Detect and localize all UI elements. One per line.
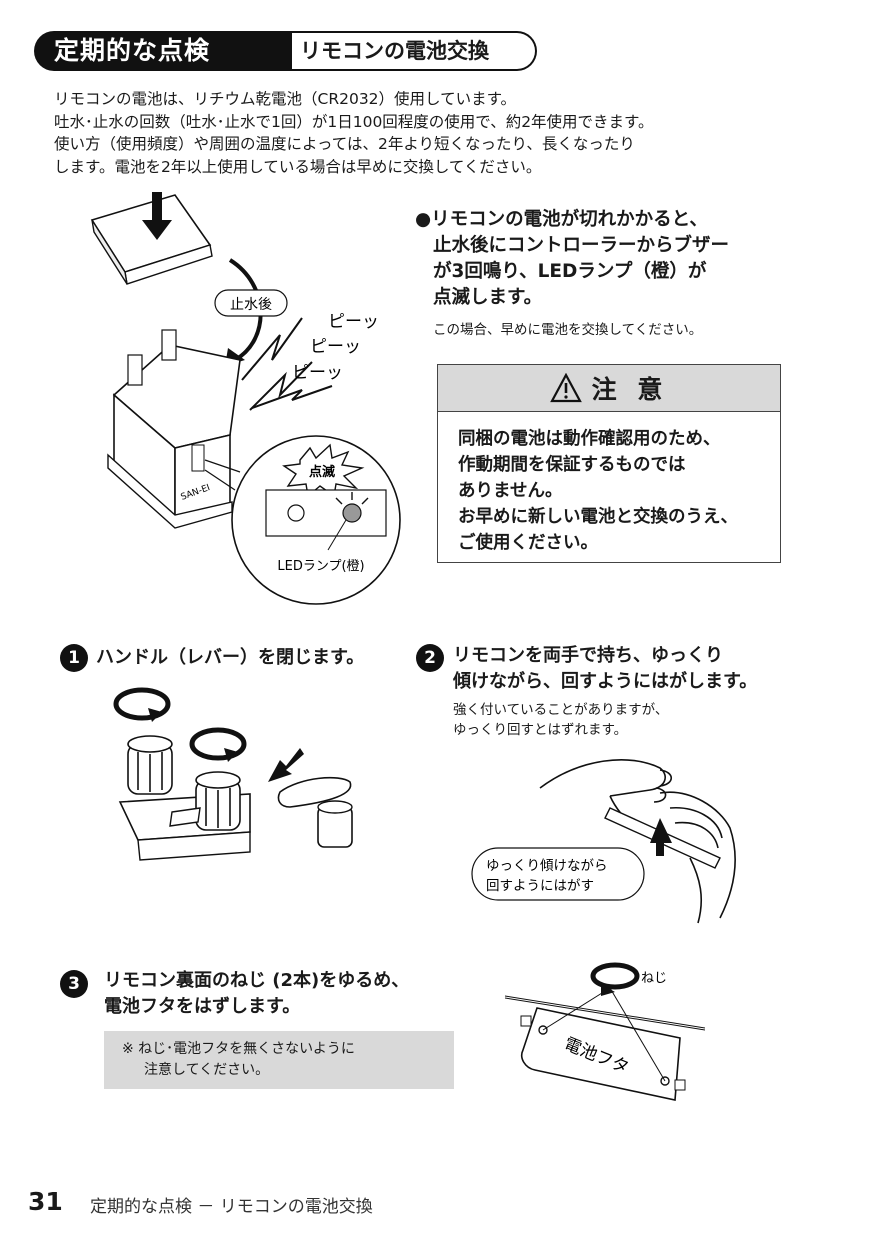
step-2-text: リモコンを両手で持ち、ゆっくり 傾けながら、回すようにはがします。: [453, 643, 757, 695]
handle-icon: [127, 735, 173, 795]
press-arrow-icon: [142, 192, 172, 240]
step-3-text: リモコン裏面のねじ (2本)をゆるめ、 電池フタをはずします。: [104, 968, 409, 1020]
blink-label: 点滅: [309, 464, 335, 480]
hint-bubble: [471, 847, 645, 901]
step-2-line: リモコンを両手で持ち、ゆっくり: [453, 645, 723, 666]
lever-down-arrow-icon: [268, 748, 304, 782]
caution-header: 注 意: [438, 365, 780, 412]
step-2-note-line: 強く付いていることがありますが、: [453, 702, 669, 718]
stop-label: 止水後: [230, 297, 272, 313]
step-3-notebox: ※ ねじ･電池フタを無くさないように 注意してください。: [104, 1031, 454, 1089]
remote-icon: [90, 194, 213, 285]
caution-line: 同梱の電池は動作確認用のため、: [458, 429, 721, 449]
step-2-line: 傾けながら、回すようにはがします。: [453, 671, 758, 692]
intro-line: 吐水･止水の回数（吐水･止水で1回）が1日100回程度の使用で、約2年使用できま…: [54, 112, 654, 131]
hint-line-2: 回すようにはがす: [486, 878, 594, 894]
caution-line: 作動期間を保証するものでは: [458, 455, 686, 475]
intro-paragraph: リモコンの電池は、リチウム乾電池（CR2032）使用しています。 吐水･止水の回…: [54, 88, 834, 178]
bullet-note: この場合、早めに電池を交換してください。: [433, 322, 703, 338]
battery-cover-icon: [520, 1007, 686, 1101]
faucet-illustration: [113, 687, 353, 861]
step-2-number: 2: [416, 644, 444, 672]
intro-line: します。電池を2年以上使用している場合は早めに交換してください。: [54, 157, 542, 176]
step-2-note: 強く付いていることがありますが、 ゆっくり回すとはずれます。: [453, 700, 668, 740]
led-label: LEDランプ(橙): [277, 559, 364, 574]
bullet-text: ●リモコンの電池が切れかかると、 止水後にコントローラーからブザー が3回鳴り、…: [415, 207, 795, 311]
caution-line: お早めに新しい電池と交換のうえ、: [458, 507, 738, 527]
led-off-icon: [287, 504, 305, 522]
controller-box: SAN-EI: [107, 329, 241, 529]
beep-text-2: ピーッ: [310, 337, 361, 357]
bullet-line: が3回鳴り、LEDランプ（橙）が: [433, 261, 707, 282]
intro-line: リモコンの電池は、リチウム乾電池（CR2032）使用しています。: [54, 90, 517, 108]
step-3-number: 3: [60, 970, 88, 998]
step-1-text: ハンドル（レバー）を閉じます。: [96, 647, 365, 668]
caution-line: ありません。: [458, 481, 563, 501]
page-number: 31: [28, 1187, 63, 1216]
beep-text-1: ピーッ: [328, 312, 379, 332]
led-glow-icon: [335, 492, 369, 505]
controller-illustration: 止水後 SAN-EI ピーッ ピーッ ピーッ 点滅 LEDランプ(橙): [90, 192, 401, 605]
step-2-note-line: ゆっくり回すとはずれます。: [453, 722, 628, 738]
beep-text-3: ピーッ: [292, 363, 343, 383]
led-panel: [265, 489, 387, 537]
step-1-number: 1: [60, 644, 88, 672]
step-3-line: 電池フタをはずします。: [104, 996, 301, 1017]
screw-label: ねじ: [641, 971, 667, 986]
cover-illustration: ねじ 電池フタ: [505, 962, 705, 1101]
footer-text: 定期的な点検 － リモコンの電池交換: [90, 1197, 373, 1217]
led-lit-icon: [342, 503, 362, 523]
handle-icon: [195, 771, 241, 831]
beep-lines: [241, 317, 333, 411]
section-subtitle: リモコンの電池交換: [292, 31, 537, 71]
caution-title: 注 意: [591, 375, 669, 404]
bullet-line: 止水後にコントローラーからブザー: [433, 235, 730, 256]
warning-triangle-icon: [549, 373, 582, 403]
caution-line: ご使用ください。: [458, 533, 598, 553]
step-3-line: リモコン裏面のねじ (2本)をゆるめ、: [104, 970, 410, 991]
lever-faucet-icon: [277, 776, 353, 848]
blink-burst-icon: [282, 443, 365, 498]
intro-line: 使い方（使用頻度）や周囲の温度によっては、2年より短くなったり、長くなったり: [54, 135, 635, 153]
step-3-note-line: ※ ねじ･電池フタを無くさないように: [122, 1041, 355, 1057]
hint-line-1: ゆっくり傾けながら: [486, 858, 608, 874]
section-title: 定期的な点検: [34, 31, 292, 71]
caution-body: 同梱の電池は動作確認用のため、 作動期間を保証するものでは ありません。 お早め…: [438, 412, 780, 556]
stop-label-bubble: [214, 289, 288, 317]
caution-box: 注 意 同梱の電池は動作確認用のため、 作動期間を保証するものでは ありません。…: [437, 364, 781, 563]
rotate-arrow-icon: [590, 962, 640, 996]
bullet-line: 点滅します。: [433, 287, 543, 308]
step-3-note-line: 注意してください。: [144, 1062, 270, 1078]
rotate-arrow-icon: [113, 687, 171, 722]
peel-arrow-icon: [650, 818, 672, 856]
bullet-line: ●リモコンの電池が切れかかると、: [415, 209, 708, 230]
rotate-arrow-icon: [189, 727, 247, 762]
hands-illustration: ゆっくり傾けながら 回すようにはがす: [471, 759, 736, 924]
